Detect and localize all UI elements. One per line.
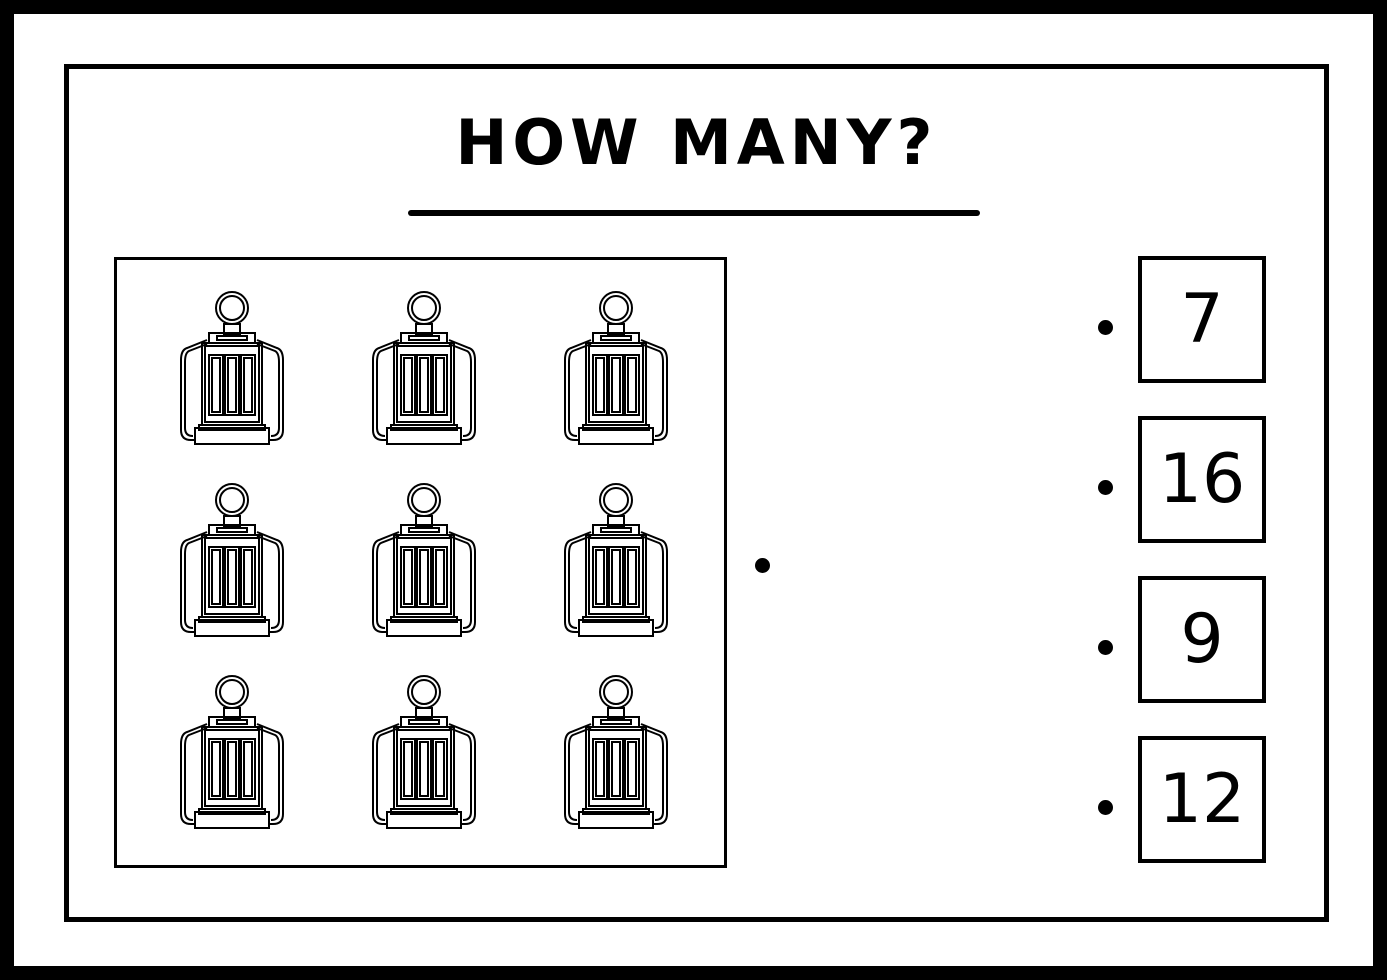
option-box-3[interactable]: 9 <box>1138 576 1266 703</box>
option-box-2[interactable]: 16 <box>1138 416 1266 543</box>
counting-area <box>114 257 727 868</box>
center-connector-dot[interactable] <box>755 558 770 573</box>
option-dot-1[interactable] <box>1098 320 1113 335</box>
answer-line[interactable] <box>408 210 980 216</box>
option-dot-3[interactable] <box>1098 640 1113 655</box>
option-label-3: 9 <box>1180 600 1224 679</box>
lantern-icon <box>369 290 479 454</box>
worksheet-page: HOW MANY? 7 16 9 12 <box>14 14 1373 966</box>
lantern-icon <box>177 290 287 454</box>
lantern-icon <box>369 482 479 646</box>
option-label-4: 12 <box>1158 760 1246 839</box>
option-dot-4[interactable] <box>1098 800 1113 815</box>
option-label-2: 16 <box>1158 440 1246 519</box>
lantern-icon <box>561 290 671 454</box>
option-label-1: 7 <box>1180 280 1224 359</box>
lantern-icon <box>177 482 287 646</box>
lantern-icon <box>177 674 287 838</box>
option-box-4[interactable]: 12 <box>1138 736 1266 863</box>
option-box-1[interactable]: 7 <box>1138 256 1266 383</box>
page-title: HOW MANY? <box>455 106 938 179</box>
worksheet-frame: HOW MANY? 7 16 9 12 <box>64 64 1329 922</box>
lantern-icon <box>561 674 671 838</box>
lantern-icon <box>369 674 479 838</box>
option-dot-2[interactable] <box>1098 480 1113 495</box>
lantern-icon <box>561 482 671 646</box>
